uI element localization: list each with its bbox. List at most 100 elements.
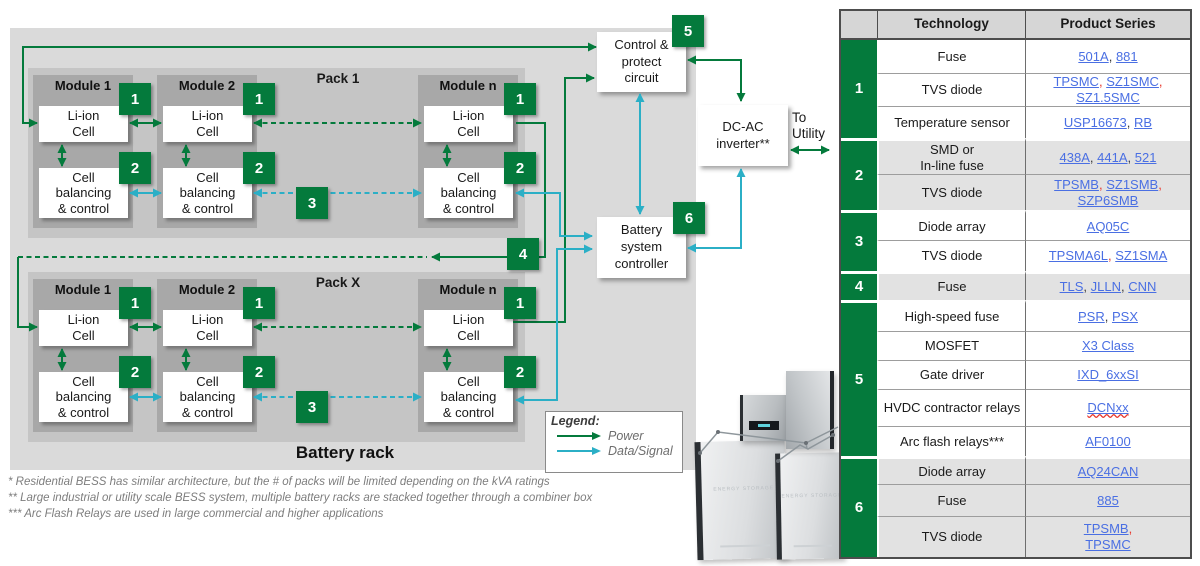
product-series-link[interactable]: AQ05C: [1086, 218, 1130, 234]
technology-cell: Diode array: [877, 210, 1025, 240]
product-series-link[interactable]: AQ24CAN: [1077, 463, 1139, 479]
link-separator: ,: [1108, 48, 1113, 64]
product-series-link[interactable]: CNN: [1128, 279, 1157, 295]
callout-badge-1: 1: [504, 83, 536, 115]
product-series-cell: TLS, JLLN, CNN: [1025, 271, 1190, 300]
product-series-cell: PSR, PSX: [1025, 300, 1190, 331]
pack-x-label: Pack X: [315, 275, 361, 290]
product-series-link[interactable]: TPSMB: [1083, 521, 1129, 537]
link-separator: ,: [1104, 309, 1109, 325]
product-series-link[interactable]: 881: [1115, 48, 1138, 64]
technology-cell: TVS diode: [877, 516, 1025, 557]
data-signal-arrow-icon: [557, 447, 601, 455]
callout-badge-6: 6: [673, 202, 705, 234]
technology-cell: MOSFET: [877, 331, 1025, 360]
technology-cell: HVDC contractor relays: [877, 389, 1025, 426]
battery-rack-label: Battery rack: [295, 443, 395, 462]
group-number: 6: [841, 456, 877, 557]
product-series-link[interactable]: SZ1.5SMC: [1076, 90, 1140, 105]
product-series-link[interactable]: USP16673: [1063, 114, 1127, 130]
product-series-link[interactable]: SZ1SMC: [1106, 74, 1159, 90]
product-series-link[interactable]: AF0100: [1085, 433, 1131, 449]
callout-badge-1: 1: [243, 287, 275, 319]
product-series-link[interactable]: 885: [1097, 492, 1119, 508]
dc-ac-inverter-box: DC-AC inverter**: [698, 105, 788, 166]
technology-cell: Diode array: [877, 456, 1025, 484]
cell-balancing-box: Cell balancing & control: [163, 168, 252, 218]
pack-1-label: Pack 1: [316, 71, 360, 86]
technology-cell: Arc flash relays***: [877, 426, 1025, 456]
callout-badge-2: 2: [243, 356, 275, 388]
product-series-link[interactable]: RB: [1134, 114, 1153, 130]
to-utility-label: To Utility: [792, 110, 825, 142]
battery-system-controller-box: Battery system controller: [597, 217, 686, 278]
li-ion-cell-box: Li-ion Cell: [39, 310, 128, 346]
li-ion-cell-box: Li-ion Cell: [163, 310, 252, 346]
callout-badge-2: 2: [119, 356, 151, 388]
module-title: Module n: [439, 78, 497, 93]
callout-badge-4: 4: [507, 238, 539, 270]
link-separator: ,: [1098, 74, 1103, 90]
table-header-technology: Technology: [877, 11, 1025, 40]
module-title: Module 2: [178, 78, 236, 93]
legend-title: Legend:: [551, 414, 600, 428]
product-series-link[interactable]: 441A: [1097, 149, 1128, 165]
product-series-link[interactable]: X3 Class: [1081, 338, 1135, 354]
product-series-cell: AQ05C: [1025, 210, 1190, 240]
table-corner-cell: [841, 11, 877, 40]
callout-badge-3: 3: [296, 391, 328, 423]
product-series-cell: 501A, 881: [1025, 40, 1190, 73]
group-number: 2: [841, 138, 877, 210]
callout-badge-1: 1: [504, 287, 536, 319]
product-series-link[interactable]: IXD_6xxSI: [1077, 367, 1139, 383]
product-series-link[interactable]: TPSMB: [1054, 176, 1099, 192]
link-separator: ,: [1128, 521, 1133, 537]
legend-data-signal-label: Data/Signal: [608, 444, 673, 458]
footnote-1: * Residential BESS has similar architect…: [8, 476, 550, 488]
li-ion-cell-box: Li-ion Cell: [424, 106, 513, 142]
product-series-link[interactable]: 521: [1134, 149, 1157, 165]
product-series-cell: AQ24CAN: [1025, 456, 1190, 484]
product-series-link[interactable]: TLS: [1059, 279, 1084, 295]
product-series-link[interactable]: 438A: [1059, 149, 1090, 165]
product-series-link[interactable]: SZ1SMB: [1106, 176, 1159, 192]
cell-balancing-box: Cell balancing & control: [424, 168, 513, 218]
product-series-cell: USP16673, RB: [1025, 106, 1190, 138]
power-arrow-icon: [557, 432, 601, 440]
product-series-cell: DCNxx: [1025, 389, 1190, 426]
group-number: 4: [841, 271, 877, 300]
module-title: Module n: [439, 282, 497, 297]
product-series-link[interactable]: SZ1SMA: [1115, 248, 1168, 264]
callout-badge-2: 2: [504, 356, 536, 388]
table-header-product-series: Product Series: [1025, 11, 1190, 40]
callout-badge-1: 1: [119, 83, 151, 115]
product-series-link[interactable]: PSR: [1078, 309, 1105, 325]
footnotes: * Residential BESS has similar architect…: [8, 474, 592, 522]
li-ion-cell-box: Li-ion Cell: [39, 106, 128, 142]
product-series-link[interactable]: TPSMA6L: [1048, 248, 1108, 264]
callout-badge-2: 2: [504, 152, 536, 184]
product-series-link[interactable]: SZP6SMB: [1077, 192, 1139, 208]
product-series-cell: TPSMC, SZ1SMC,SZ1.5SMC: [1025, 73, 1190, 106]
link-separator: ,: [1098, 176, 1103, 192]
link-separator: ,: [1158, 176, 1162, 192]
link-separator: ,: [1127, 149, 1132, 165]
link-separator: ,: [1089, 149, 1094, 165]
product-series-cell: TPSMB, SZ1SMB,SZP6SMB: [1025, 174, 1190, 210]
callout-badge-2: 2: [119, 152, 151, 184]
product-series-link[interactable]: JLLN: [1090, 279, 1122, 295]
link-separator: ,: [1083, 279, 1088, 295]
product-series-cell: 438A, 441A, 521: [1025, 138, 1190, 174]
technology-cell: TVS diode: [877, 73, 1025, 106]
product-series-link[interactable]: DCNxx: [1087, 400, 1129, 416]
product-series-link[interactable]: 501A: [1078, 48, 1109, 64]
product-series-link[interactable]: TPSMC: [1085, 537, 1131, 552]
product-series-link[interactable]: TPSMC: [1053, 74, 1099, 90]
product-series-link[interactable]: PSX: [1111, 309, 1138, 325]
